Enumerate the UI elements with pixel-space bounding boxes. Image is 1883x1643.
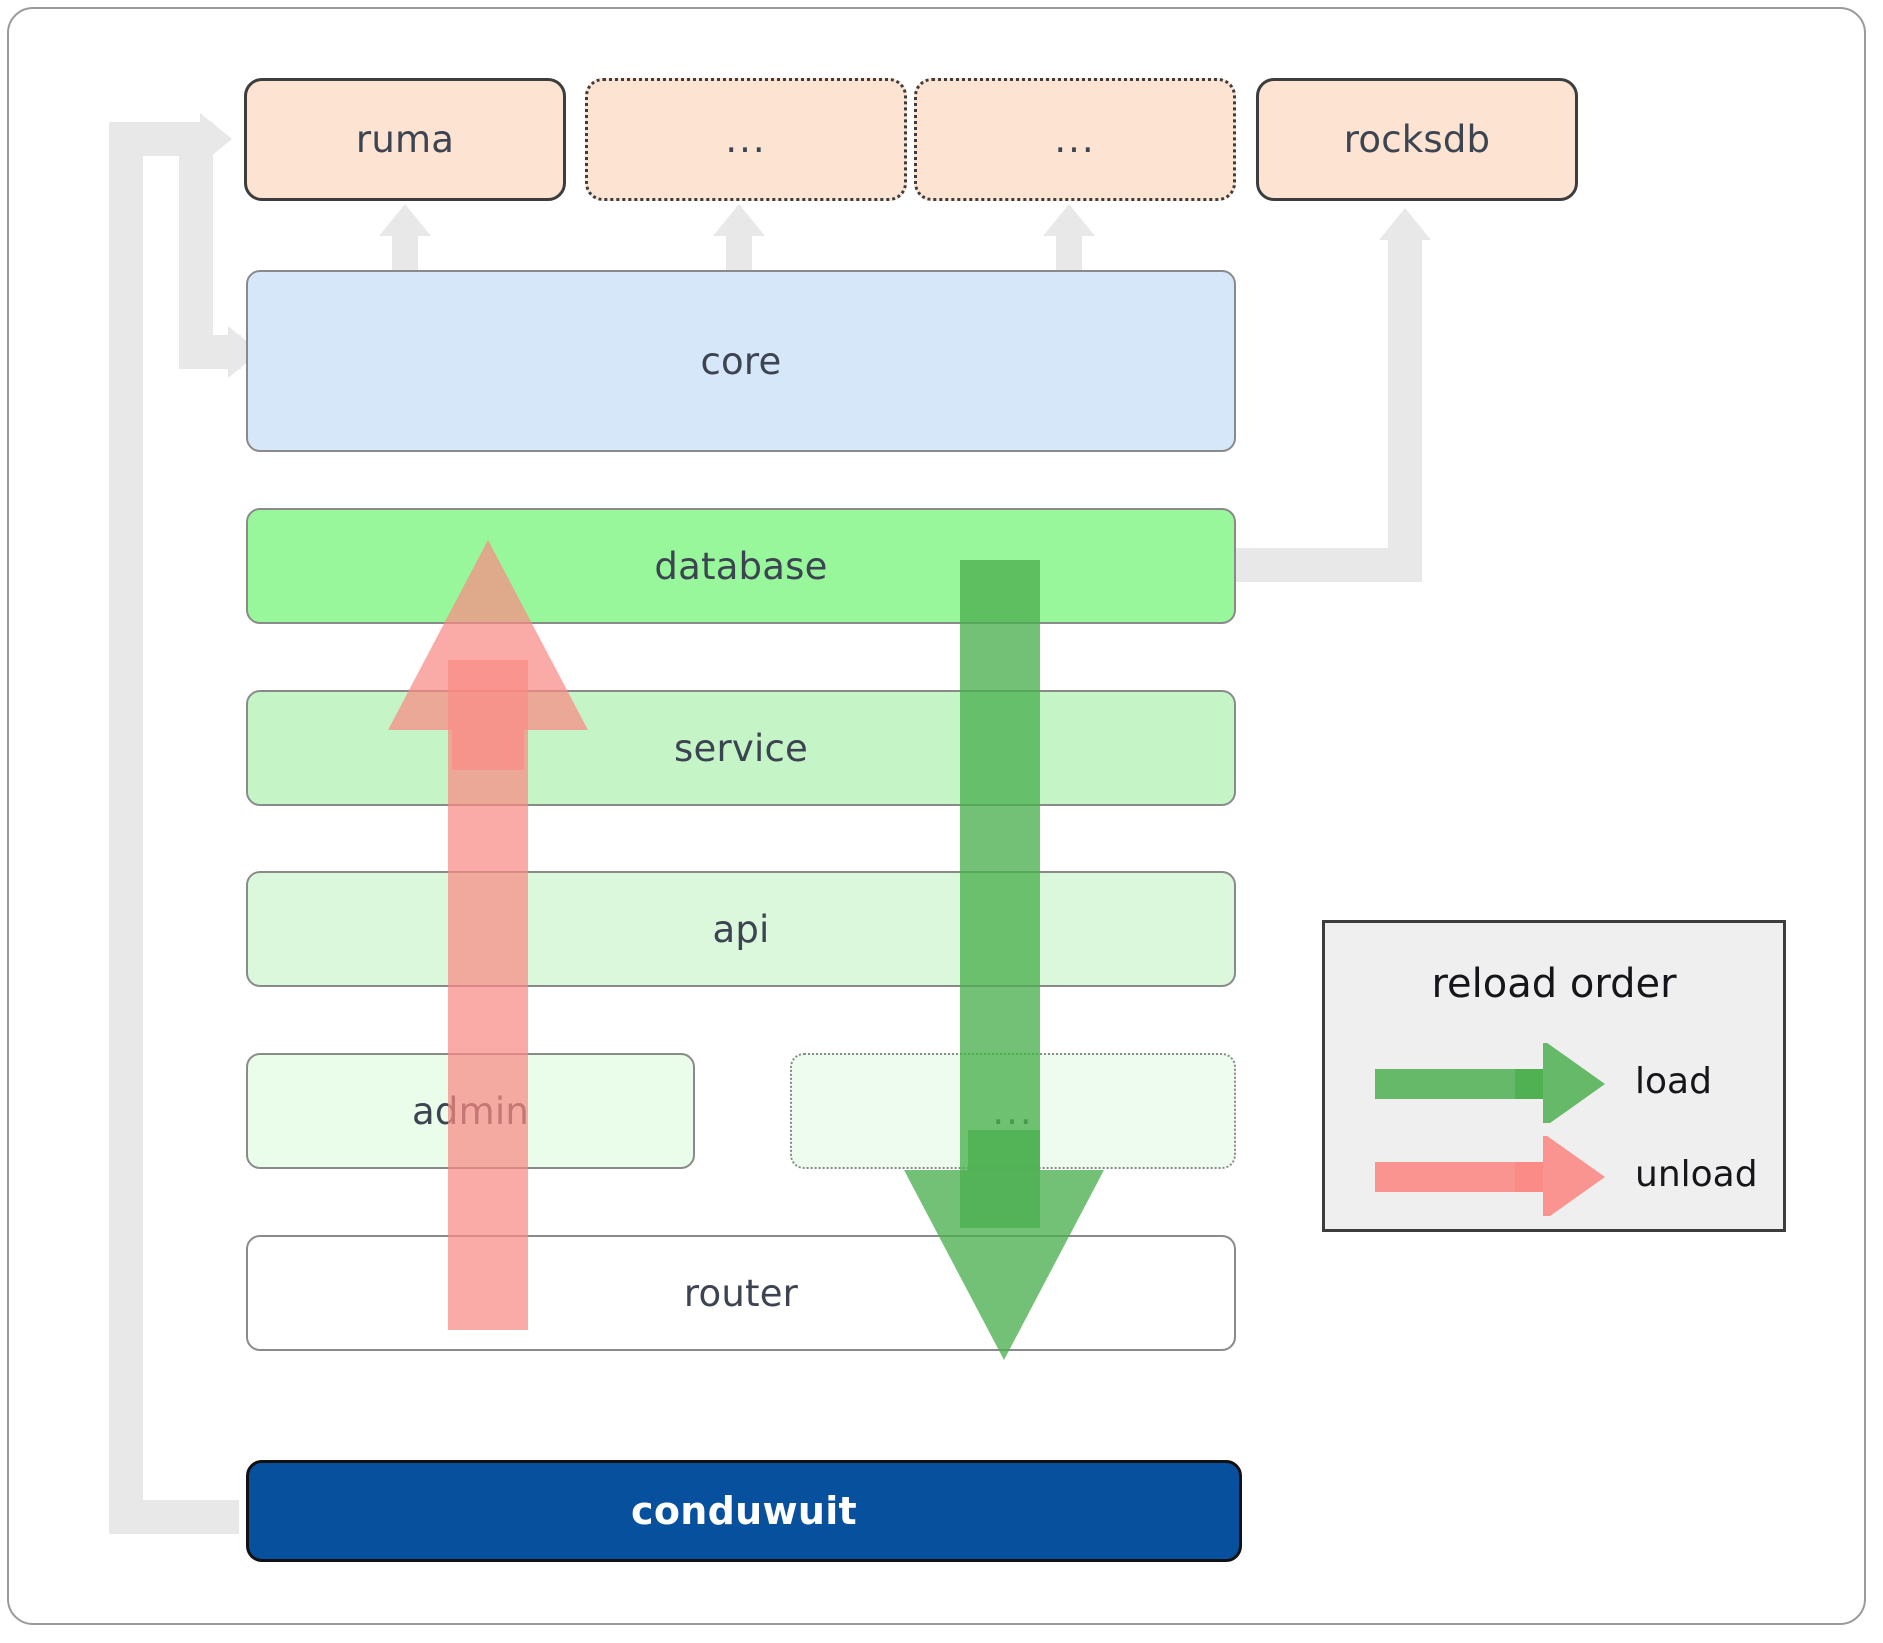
- legend-load-arrow-icon: [1375, 1040, 1605, 1128]
- dependency-box-placeholder-1[interactable]: ...: [585, 78, 907, 201]
- layer-label: api: [712, 907, 770, 951]
- dependency-label: ...: [1054, 118, 1096, 161]
- layer-box-database[interactable]: database: [246, 508, 1236, 624]
- root-label: conduwuit: [631, 1489, 857, 1533]
- connector-rocksdb-arrowhead: [1379, 208, 1431, 240]
- connector-core-to-ruma-arrowhead: [379, 204, 431, 236]
- layer-label: service: [674, 726, 808, 770]
- connector-core-to-dep2-arrowhead: [713, 204, 765, 236]
- unload-flow-arrow: [388, 540, 592, 1330]
- root-box-conduwuit[interactable]: conduwuit: [246, 1460, 1242, 1562]
- layer-label: database: [654, 544, 828, 588]
- legend-unload-label: unload: [1635, 1154, 1758, 1195]
- legend-unload-arrow-icon: [1375, 1133, 1605, 1221]
- legend-title: reload order: [1431, 961, 1677, 1007]
- layer-box-core[interactable]: core: [246, 270, 1236, 452]
- connector-core-to-dep3-arrowhead: [1043, 204, 1095, 236]
- layer-box-service[interactable]: service: [246, 690, 1236, 806]
- dependency-label: ruma: [355, 118, 455, 161]
- legend-panel: reload order load unload: [1322, 920, 1786, 1232]
- layer-box-router[interactable]: router: [246, 1235, 1236, 1351]
- layer-label: router: [683, 1271, 799, 1315]
- connector-left-trunk-bottom: [109, 1500, 239, 1534]
- layer-label: core: [700, 339, 782, 383]
- legend-load-label: load: [1635, 1061, 1712, 1102]
- dependency-box-rocksdb[interactable]: rocksdb: [1256, 78, 1578, 201]
- dependency-label: rocksdb: [1343, 118, 1491, 161]
- connector-left-trunk-vertical: [109, 122, 143, 1534]
- dependency-label: ...: [725, 118, 767, 161]
- load-flow-arrow: [880, 560, 1104, 1360]
- layer-box-api[interactable]: api: [246, 871, 1236, 987]
- dependency-box-placeholder-2[interactable]: ...: [914, 78, 1236, 201]
- connector-rocksdb-vertical: [1388, 240, 1422, 580]
- connector-left-inner-vertical: [179, 122, 213, 352]
- dependency-box-ruma[interactable]: ruma: [244, 78, 566, 201]
